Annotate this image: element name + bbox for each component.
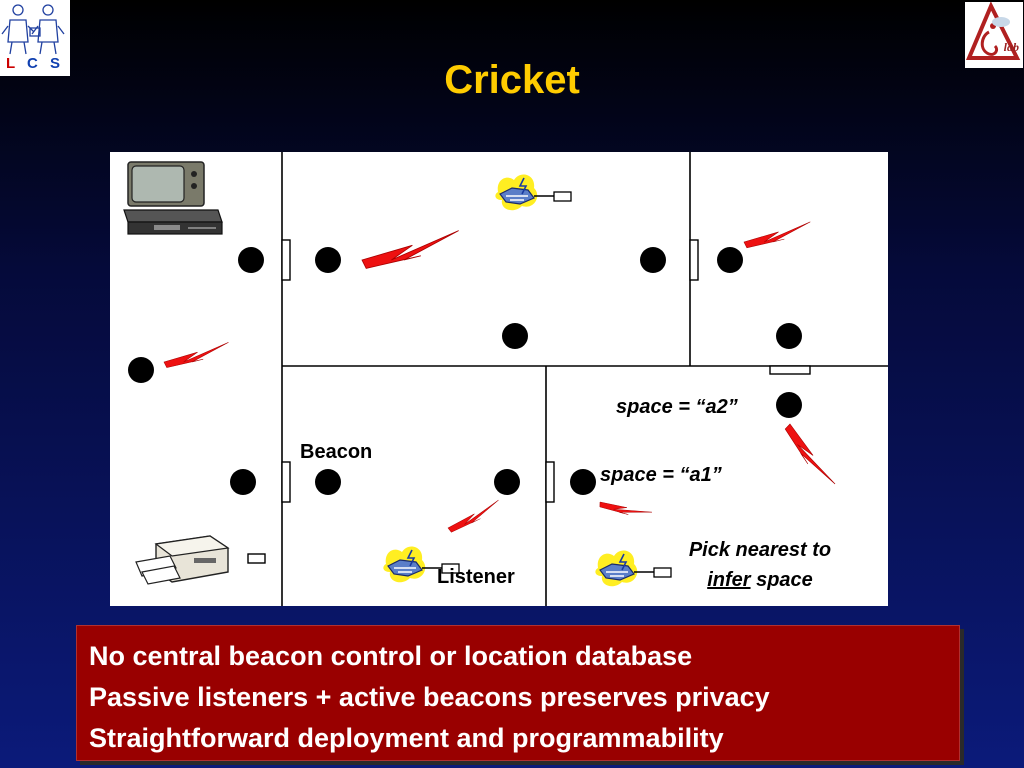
ilab-logo-text: lab (1003, 40, 1019, 54)
lcs-letter-s: S (50, 55, 65, 72)
pick-infer-word: infer (707, 569, 751, 591)
pick-space-word: space (750, 569, 813, 591)
key-point-item: Passive listeners + active beacons prese… (89, 682, 770, 712)
listener-label: Listener (437, 566, 515, 588)
floorplan-diagram: space = “a2” space = “a1” Beacon Listene… (110, 152, 888, 606)
key-point-item: No central beacon control or location da… (89, 641, 693, 671)
beacon-dot (776, 392, 802, 418)
key-points-list: No central beacon control or location da… (77, 626, 959, 759)
beacon-dot (315, 469, 341, 495)
space-a1-label: space = “a1” (600, 464, 722, 486)
beacon-dot (502, 323, 528, 349)
beacon-label: Beacon (300, 441, 373, 463)
beacon-dot (570, 469, 596, 495)
listener-device-icon (382, 173, 672, 588)
beacon-dot (494, 469, 520, 495)
beacon-dot (717, 247, 743, 273)
beacon-mounts (247, 239, 811, 564)
beacon-dot (238, 247, 264, 273)
floorplan-drawing (123, 152, 888, 606)
beacon-dot (230, 469, 256, 495)
slide-title: Cricket (444, 58, 580, 102)
space-a2-label: space = “a2” (616, 396, 738, 418)
lcs-letters: L C S (0, 55, 70, 72)
pick-nearest-label: Pick nearest to infer space (650, 535, 870, 595)
tv-icon (127, 161, 205, 207)
lcs-letter-c: C (27, 55, 42, 72)
beacon-dot (640, 247, 666, 273)
ilab-logo-mark (965, 1, 1021, 60)
key-points-box: No central beacon control or location da… (76, 625, 960, 761)
ilab-logo: lab (965, 1, 1023, 68)
pick-line-1: Pick nearest to (688, 539, 832, 561)
lcs-logo-figures (1, 4, 65, 55)
beacons (128, 247, 802, 495)
printer-icon (135, 535, 230, 585)
beacon-dot (128, 357, 154, 383)
lcs-letter-l: L (5, 55, 19, 72)
beacon-dot (315, 247, 341, 273)
vcr-icon (123, 209, 223, 235)
lcs-logo: L C S (0, 0, 70, 76)
key-point-item: Straightforward deployment and programma… (89, 723, 724, 753)
beacon-dot (776, 323, 802, 349)
